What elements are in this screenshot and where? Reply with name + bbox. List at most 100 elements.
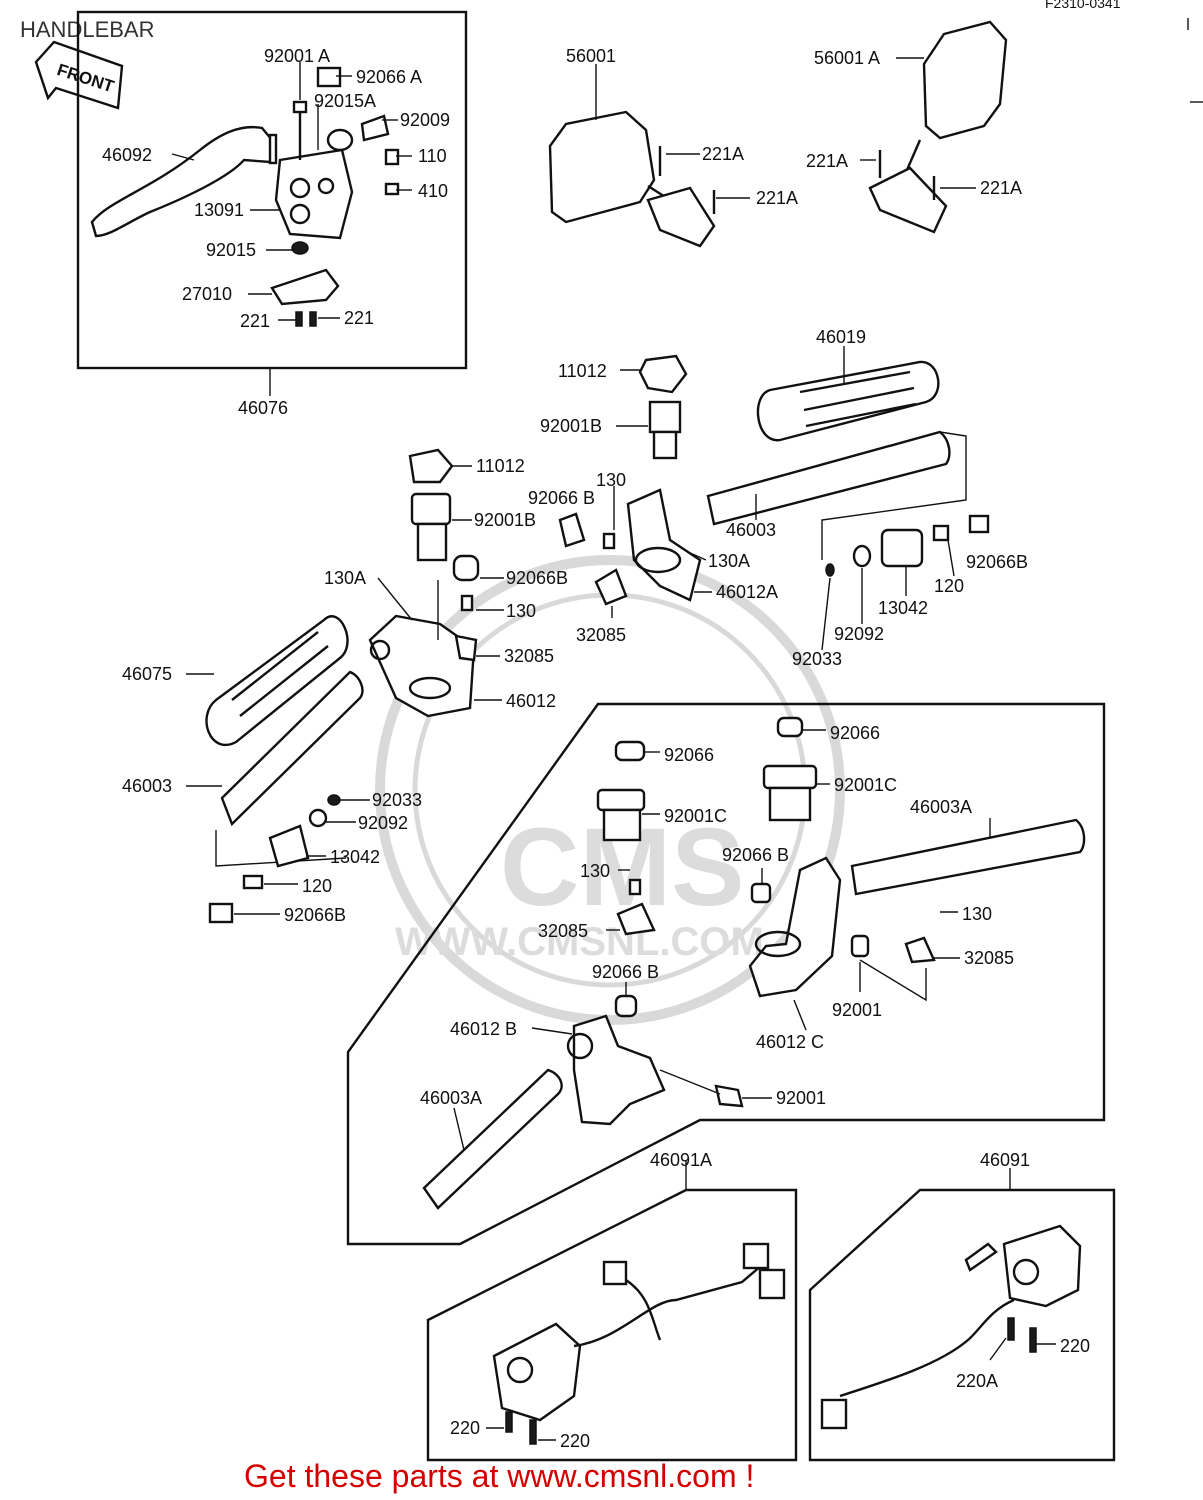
callout-labels: 46092 92001 A 92066 A 92015A 92009 110 4… xyxy=(102,46,1090,1451)
right-switch-box xyxy=(808,1188,1116,1462)
lever-assembly-box xyxy=(76,10,468,370)
callout-92009: 92009 xyxy=(400,110,450,130)
callout-92015A: 92015A xyxy=(314,91,376,111)
leader-lines xyxy=(171,57,1056,1441)
callout-92001C-a: 92001C xyxy=(664,806,727,826)
callout-46003-top: 46003 xyxy=(726,520,776,540)
callout-110: 110 xyxy=(418,146,447,166)
callout-221-left: 221 xyxy=(240,311,270,331)
callout-46012C: 46012 C xyxy=(756,1032,824,1052)
callout-410: 410 xyxy=(418,181,448,201)
holder-46012C-icon xyxy=(748,818,1086,1002)
left-mirror-icon xyxy=(548,110,716,248)
callout-92066B-box: 92066 B xyxy=(722,845,789,865)
callout-221A-2: 221A xyxy=(756,188,798,208)
callout-220A: 220A xyxy=(956,1371,998,1391)
callout-92066B-box-2: 92066 B xyxy=(592,962,659,982)
callout-221A-4: 221A xyxy=(980,178,1022,198)
callout-56001: 56001 xyxy=(566,46,616,66)
holder-46012A-icon xyxy=(558,488,702,606)
callout-120-right: 120 xyxy=(934,576,964,596)
handlebar-pipe-top-icon xyxy=(706,430,967,560)
callout-92033-left: 92033 xyxy=(372,790,422,810)
left-switch-box xyxy=(426,1188,798,1462)
callout-220-c: 220 xyxy=(1060,1336,1090,1356)
housing-46012-icon xyxy=(368,554,480,718)
callout-92001B-top: 92001B xyxy=(540,416,602,436)
callout-46003-left: 46003 xyxy=(122,776,172,796)
right-mirror-icon xyxy=(868,20,1008,234)
caps-center-icon xyxy=(596,716,818,842)
callout-92001B-mid: 92001B xyxy=(474,510,536,530)
callout-92001A: 92001 A xyxy=(264,46,330,66)
callout-92066B-left: 92066B xyxy=(284,905,346,925)
callout-46019: 46019 xyxy=(816,327,866,347)
callout-13042-left: 13042 xyxy=(330,847,380,867)
callout-130A-mid: 130A xyxy=(324,568,366,588)
callout-46092: 46092 xyxy=(102,145,152,165)
callout-220-b: 220 xyxy=(560,1431,590,1451)
callout-92066B-top: 92066 B xyxy=(528,488,595,508)
handlebar-alt-box xyxy=(346,702,1106,1246)
callout-120-left: 120 xyxy=(302,876,332,896)
callout-130-box-b: 130 xyxy=(962,904,992,924)
callout-92066A: 92066 A xyxy=(356,67,422,87)
master-cylinder-icon xyxy=(270,66,400,327)
callout-32085-mid: 32085 xyxy=(504,646,554,666)
callout-46091: 46091 xyxy=(980,1150,1030,1170)
callout-221A-3: 221A xyxy=(806,151,848,171)
callout-46076: 46076 xyxy=(238,398,288,418)
diagram-code: F2310-0341 xyxy=(1045,0,1121,11)
page-title: HANDLEBAR xyxy=(20,17,154,42)
callout-56001A: 56001 A xyxy=(814,48,880,68)
handlebar-pipe-left-icon xyxy=(215,670,364,867)
callout-32085-box-a: 32085 xyxy=(538,921,588,941)
callout-32085-top: 32085 xyxy=(576,625,626,645)
callout-92066B-mid: 92066B xyxy=(506,568,568,588)
spacer-parts-left-icon xyxy=(208,794,341,924)
callout-92001-box-a: 92001 xyxy=(832,1000,882,1020)
throttle-grip-icon xyxy=(756,360,940,442)
brake-lever-icon xyxy=(90,125,278,238)
callout-46003A-left: 46003A xyxy=(420,1088,482,1108)
callout-32085-box-b: 32085 xyxy=(964,948,1014,968)
callout-221A-1: 221A xyxy=(702,144,744,164)
callout-92015: 92015 xyxy=(206,240,256,260)
callout-46012: 46012 xyxy=(506,691,556,711)
callout-13091: 13091 xyxy=(194,200,244,220)
callout-130-top: 130 xyxy=(596,470,626,490)
callout-221-right: 221 xyxy=(344,308,374,328)
holder-46012B-icon xyxy=(422,878,744,1210)
callout-92001C-b: 92001C xyxy=(834,775,897,795)
callout-46012A: 46012A xyxy=(716,582,778,602)
cap-and-plug-top-icon xyxy=(638,354,688,460)
footer-link[interactable]: Get these parts at www.cmsnl.com ! xyxy=(244,1458,754,1494)
left-switch-housing-icon xyxy=(492,1242,786,1445)
watermark-url-text: WWW.CMSNL.COM xyxy=(395,920,764,964)
spacer-parts-right-icon xyxy=(825,514,990,577)
callout-92092-left: 92092 xyxy=(358,813,408,833)
callout-46003A-right: 46003A xyxy=(910,797,972,817)
callout-46075: 46075 xyxy=(122,664,172,684)
callout-130-mid: 130 xyxy=(506,601,536,621)
callout-13042-right: 13042 xyxy=(878,598,928,618)
callout-46091A: 46091A xyxy=(650,1150,712,1170)
cap-and-plug-mid-icon xyxy=(408,448,454,562)
callout-11012-mid: 11012 xyxy=(476,456,525,476)
callout-92066-a: 92066 xyxy=(664,745,714,765)
callout-92033-right: 92033 xyxy=(792,649,842,669)
callout-92001-box-b: 92001 xyxy=(776,1088,826,1108)
callout-130A-top: 130A xyxy=(708,551,750,571)
right-switch-housing-icon xyxy=(820,1224,1082,1430)
callout-46012B: 46012 B xyxy=(450,1019,517,1039)
left-grip-icon xyxy=(205,615,349,746)
callout-92066B-right: 92066B xyxy=(966,552,1028,572)
callout-11012-top: 11012 xyxy=(558,361,607,381)
callout-130-box-a: 130 xyxy=(580,861,610,881)
callout-220-a: 220 xyxy=(450,1418,480,1438)
callout-27010: 27010 xyxy=(182,284,232,304)
callout-92092-right: 92092 xyxy=(834,624,884,644)
callout-92066-b: 92066 xyxy=(830,723,880,743)
